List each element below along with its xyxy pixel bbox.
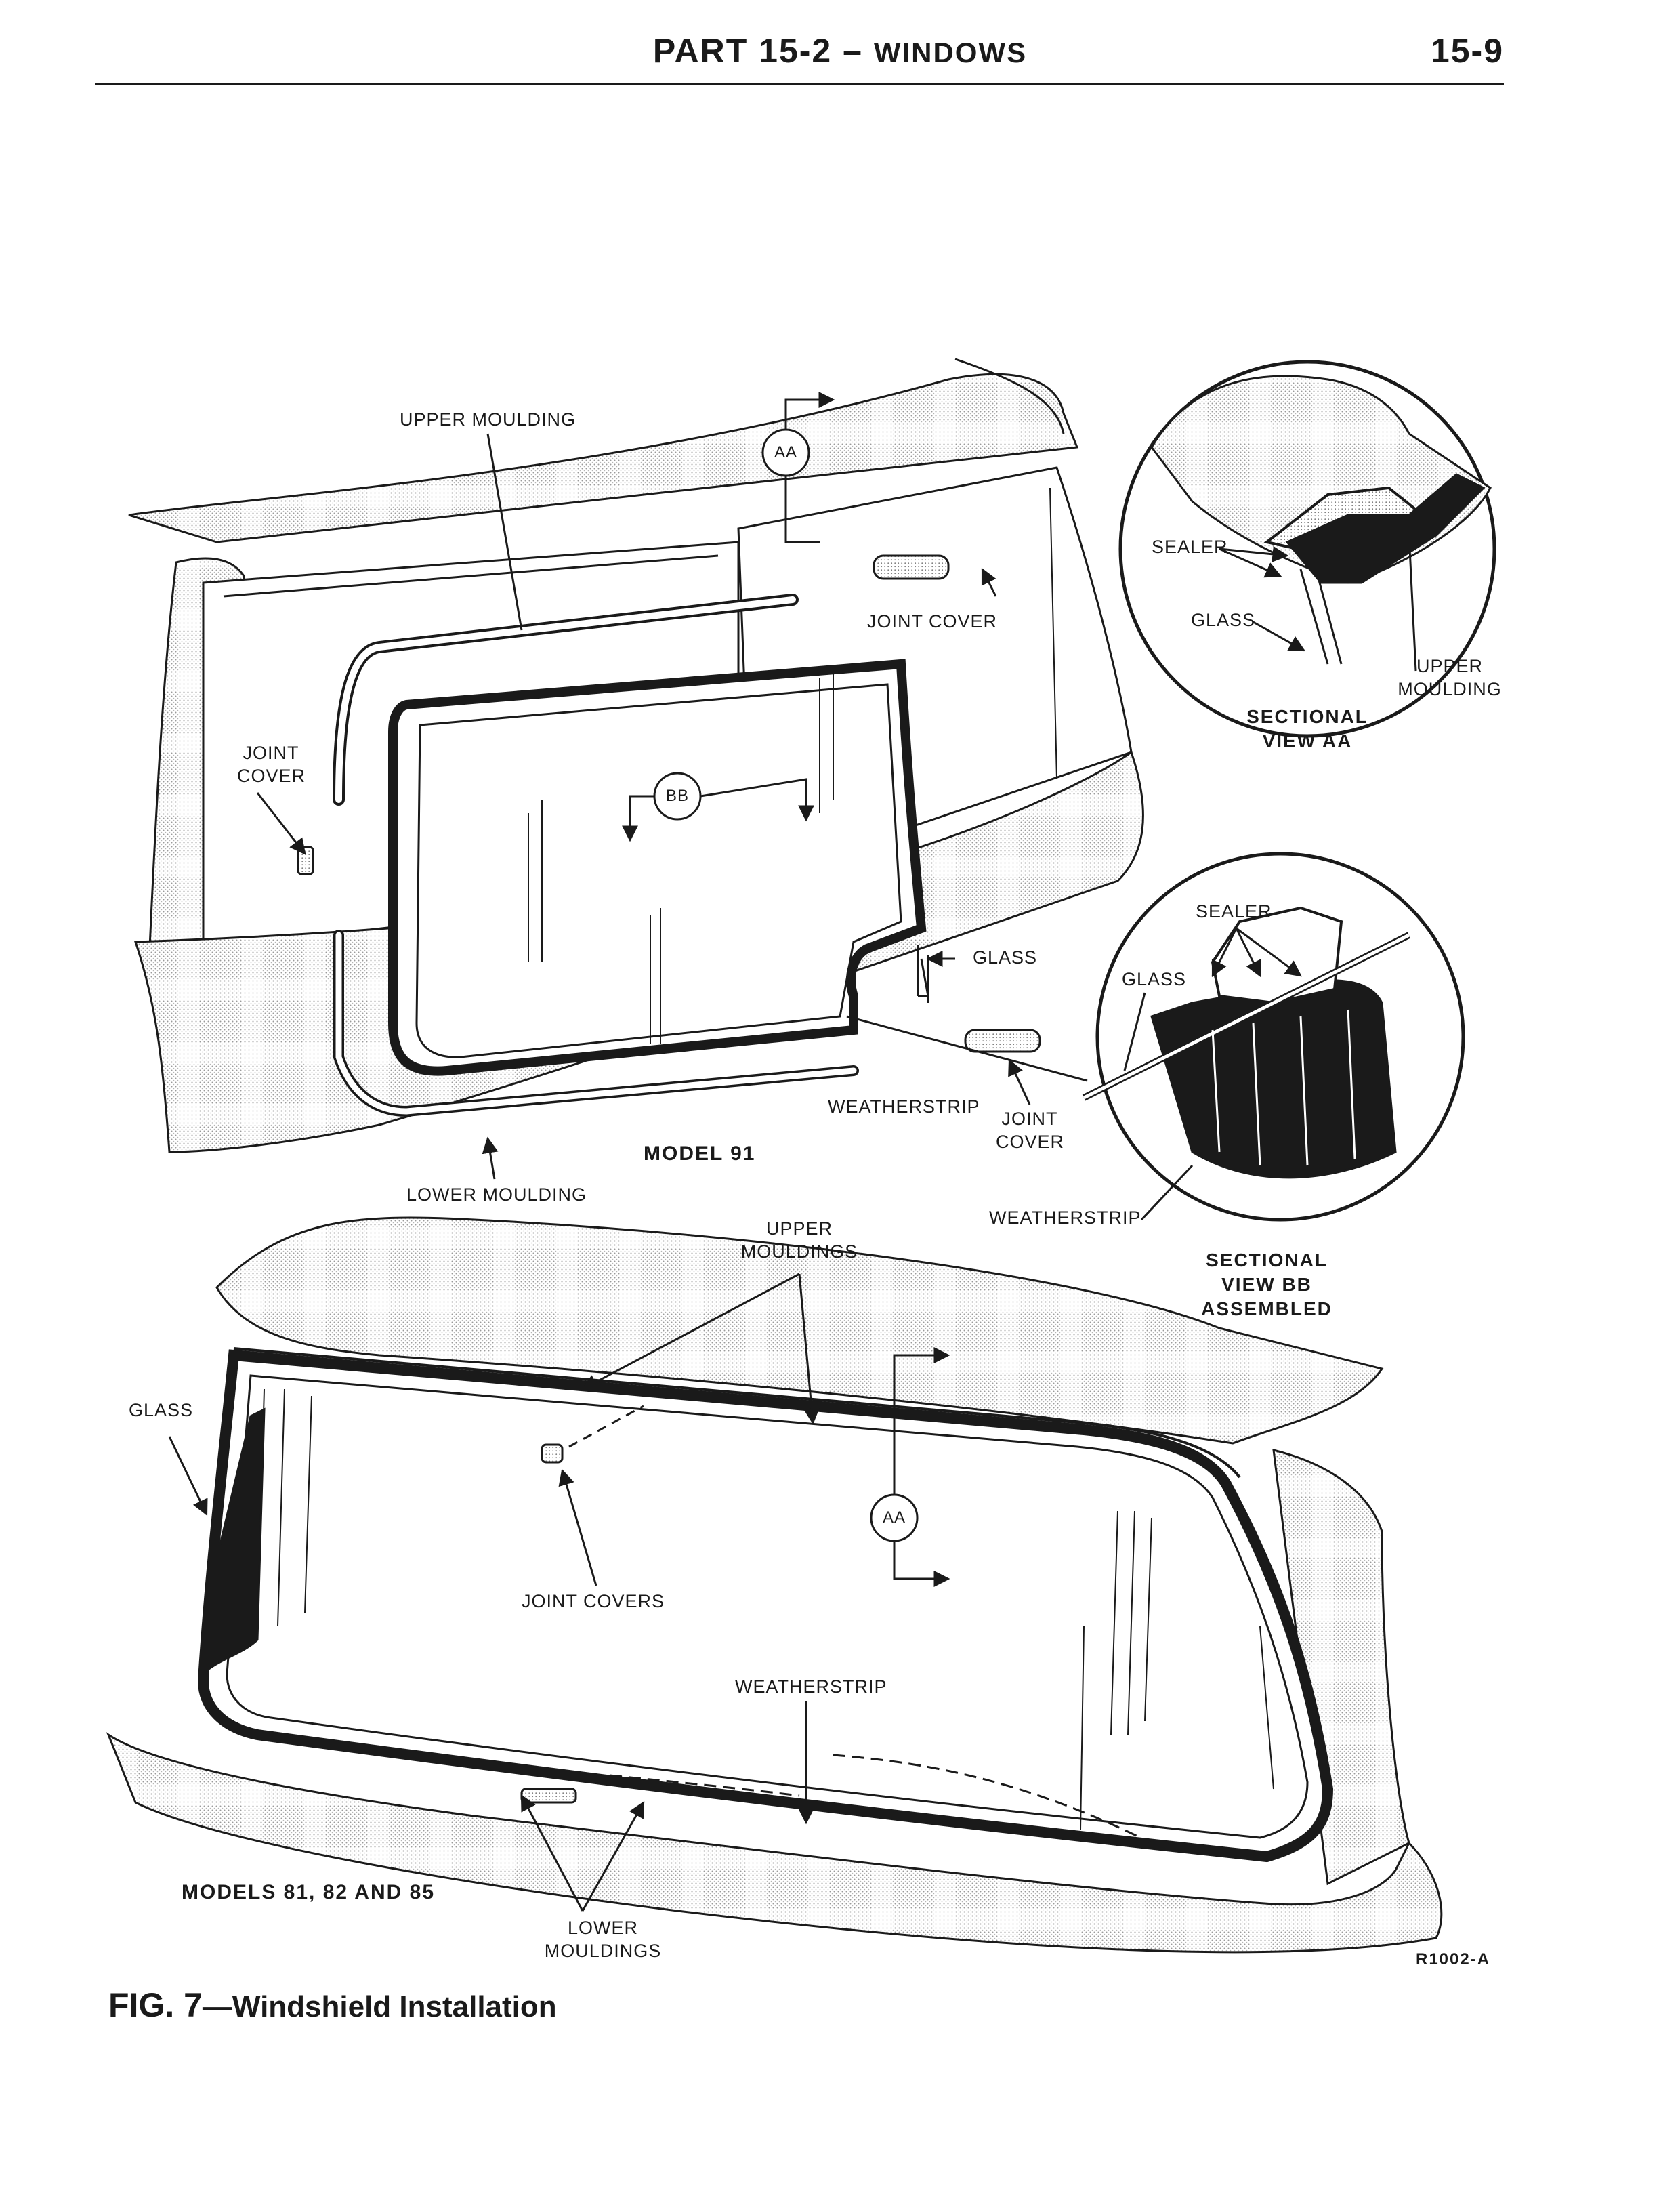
label-upper-moulding-aa: UPPER MOULDING [1398,656,1502,699]
figure-caption: FIG. 7—Windshield Installation [108,1986,557,2024]
figure-number: FIG. 7 [108,1986,203,2024]
label-glass-model-91: GLASS [973,947,1038,968]
label-sealer-bb: SEALER [1196,901,1272,922]
sectional-view-bb-drawing [1082,852,1465,1222]
section-name: WINDOWS [873,37,1028,68]
label-sealer-aa: SEALER [1152,537,1228,557]
label-weatherstrip-model-91: WEATHERSTRIP [828,1096,980,1117]
label-glass-aa: GLASS [1191,610,1256,630]
label-weatherstrip-bb: WEATHERSTRIP [989,1207,1141,1228]
figure-reference: R1002-A [1416,1950,1491,1968]
title-models-81-82-85: MODELS 81, 82 AND 85 [182,1881,435,1903]
marker-bb-model-91: BB [665,787,689,805]
sectional-view-aa-drawing [1118,360,1496,738]
title-model-91: MODEL 91 [644,1142,756,1165]
label-lower-mouldings: LOWER MOULDINGS [544,1918,662,1961]
figure-title: Windshield Installation [232,1990,557,2023]
title-sectional-view-aa: SECTIONAL VIEW AA [1246,706,1368,751]
label-joint-covers: JOINT COVERS [522,1591,665,1611]
label-joint-cover-top: JOINT COVER [867,611,998,632]
label-lower-moulding: LOWER MOULDING [406,1184,587,1205]
header-rule [95,83,1504,85]
label-upper-mouldings: UPPER MOULDINGS [740,1218,858,1262]
page-number: 15-9 [1430,32,1504,70]
label-joint-cover-left: JOINT COVER [237,743,306,786]
model-91-drawing [128,358,1144,1180]
label-glass-models-81: GLASS [129,1400,194,1420]
title-sectional-view-bb: SECTIONAL VIEW BB ASSEMBLED [1201,1250,1332,1319]
models-81-82-85-drawing [106,1216,1443,1954]
page-header-title: PART 15-2 – WINDOWS [652,32,1028,70]
label-weatherstrip-models-81: WEATHERSTRIP [735,1676,887,1697]
label-upper-moulding: UPPER MOULDING [400,409,576,430]
label-joint-cover-right: JOINT COVER [996,1109,1065,1152]
label-glass-bb: GLASS [1122,969,1187,989]
marker-aa-models-81: AA [882,1508,906,1527]
part-number: PART 15-2 [652,32,833,70]
marker-aa-model-91: AA [774,443,797,461]
